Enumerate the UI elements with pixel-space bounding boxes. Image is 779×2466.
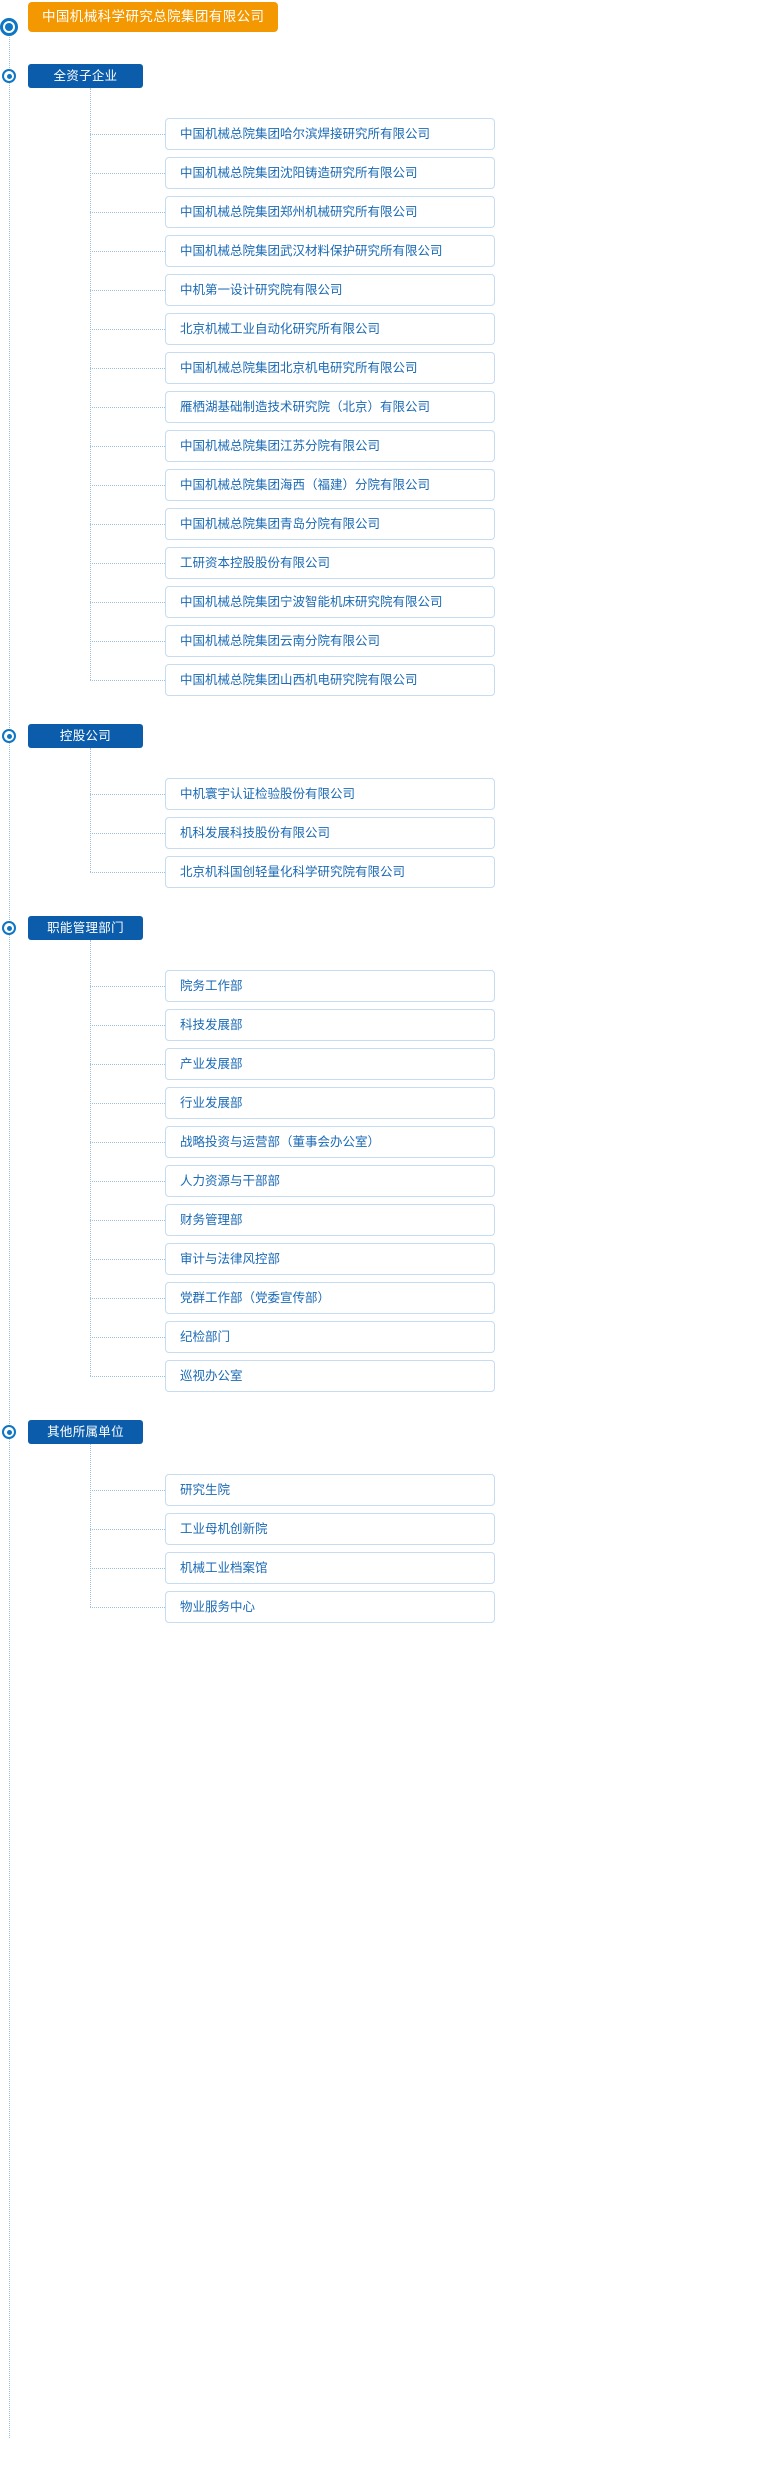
leaf-connector: [90, 173, 165, 174]
leaf-node[interactable]: 审计与法律风控部: [165, 1243, 495, 1275]
category-header-3[interactable]: 职能管理部门: [28, 916, 143, 940]
leaf-node[interactable]: 物业服务中心: [165, 1591, 495, 1623]
leaf-node[interactable]: 战略投资与运营部（董事会办公室）: [165, 1126, 495, 1158]
leaf-node[interactable]: 产业发展部: [165, 1048, 495, 1080]
leaf-connector: [90, 134, 165, 135]
leaf-connector: [90, 1181, 165, 1182]
leaf-node[interactable]: 中机第一设计研究院有限公司: [165, 274, 495, 306]
leaf-connector: [90, 1568, 165, 1569]
leaf-connector: [90, 872, 165, 873]
leaf-connector: [90, 1259, 165, 1260]
leaf-node[interactable]: 北京机械工业自动化研究所有限公司: [165, 313, 495, 345]
leaf-node[interactable]: 中国机械总院集团北京机电研究所有限公司: [165, 352, 495, 384]
root-spine: [9, 18, 10, 2438]
leaf-node[interactable]: 行业发展部: [165, 1087, 495, 1119]
leaf-node[interactable]: 中国机械总院集团海西（福建）分院有限公司: [165, 469, 495, 501]
leaf-connector: [90, 1337, 165, 1338]
leaf-connector: [90, 1064, 165, 1065]
leaf-connector: [90, 407, 165, 408]
leaf-connector: [90, 1103, 165, 1104]
leaf-connector: [90, 524, 165, 525]
leaf-node[interactable]: 院务工作部: [165, 970, 495, 1002]
leaf-node[interactable]: 中国机械总院集团哈尔滨焊接研究所有限公司: [165, 118, 495, 150]
spine-node-4[interactable]: [2, 1425, 16, 1439]
spine-node-2[interactable]: [2, 729, 16, 743]
leaf-node[interactable]: 中国机械总院集团武汉材料保护研究所有限公司: [165, 235, 495, 267]
leaf-node[interactable]: 工研资本控股股份有限公司: [165, 547, 495, 579]
leaf-node[interactable]: 机科发展科技股份有限公司: [165, 817, 495, 849]
leaf-connector: [90, 212, 165, 213]
leaf-node[interactable]: 人力资源与干部部: [165, 1165, 495, 1197]
leaf-connector: [90, 368, 165, 369]
leaf-connector: [90, 1490, 165, 1491]
leaf-node[interactable]: 雁栖湖基础制造技术研究院（北京）有限公司: [165, 391, 495, 423]
branch-spine-2: [90, 748, 91, 872]
leaf-connector: [90, 251, 165, 252]
leaf-connector: [90, 1025, 165, 1026]
leaf-connector: [90, 1529, 165, 1530]
leaf-node[interactable]: 纪检部门: [165, 1321, 495, 1353]
leaf-connector: [90, 833, 165, 834]
leaf-node[interactable]: 中国机械总院集团云南分院有限公司: [165, 625, 495, 657]
leaf-node[interactable]: 北京机科国创轻量化科学研究院有限公司: [165, 856, 495, 888]
leaf-node[interactable]: 中国机械总院集团郑州机械研究所有限公司: [165, 196, 495, 228]
leaf-connector: [90, 641, 165, 642]
leaf-connector: [90, 1298, 165, 1299]
leaf-connector: [90, 290, 165, 291]
leaf-connector: [90, 563, 165, 564]
leaf-connector: [90, 1220, 165, 1221]
leaf-node[interactable]: 机械工业档案馆: [165, 1552, 495, 1584]
category-header-4[interactable]: 其他所属单位: [28, 1420, 143, 1444]
leaf-node[interactable]: 巡视办公室: [165, 1360, 495, 1392]
branch-spine-1: [90, 88, 91, 680]
spine-node-root[interactable]: [0, 18, 18, 36]
spine-node-1[interactable]: [2, 69, 16, 83]
leaf-connector: [90, 1607, 165, 1608]
leaf-node[interactable]: 中国机械总院集团江苏分院有限公司: [165, 430, 495, 462]
root-node-label[interactable]: 中国机械科学研究总院集团有限公司: [28, 2, 279, 32]
leaf-connector: [90, 1142, 165, 1143]
category-header-1[interactable]: 全资子企业: [28, 64, 143, 88]
leaf-node[interactable]: 中国机械总院集团沈阳铸造研究所有限公司: [165, 157, 495, 189]
branch-spine-3: [90, 940, 91, 1376]
leaf-node[interactable]: 科技发展部: [165, 1009, 495, 1041]
leaf-connector: [90, 446, 165, 447]
branch-spine-4: [90, 1444, 91, 1607]
leaf-node[interactable]: 中国机械总院集团青岛分院有限公司: [165, 508, 495, 540]
leaf-connector: [90, 680, 165, 681]
spine-node-3[interactable]: [2, 921, 16, 935]
leaf-connector: [90, 986, 165, 987]
leaf-connector: [90, 602, 165, 603]
leaf-connector: [90, 794, 165, 795]
leaf-connector: [90, 1376, 165, 1377]
leaf-node[interactable]: 工业母机创新院: [165, 1513, 495, 1545]
leaf-node[interactable]: 中机寰宇认证检验股份有限公司: [165, 778, 495, 810]
leaf-node[interactable]: 党群工作部（党委宣传部）: [165, 1282, 495, 1314]
leaf-node[interactable]: 中国机械总院集团宁波智能机床研究院有限公司: [165, 586, 495, 618]
leaf-connector: [90, 485, 165, 486]
category-header-2[interactable]: 控股公司: [28, 724, 143, 748]
leaf-node[interactable]: 中国机械总院集团山西机电研究院有限公司: [165, 664, 495, 696]
leaf-node[interactable]: 研究生院: [165, 1474, 495, 1506]
leaf-connector: [90, 329, 165, 330]
leaf-node[interactable]: 财务管理部: [165, 1204, 495, 1236]
